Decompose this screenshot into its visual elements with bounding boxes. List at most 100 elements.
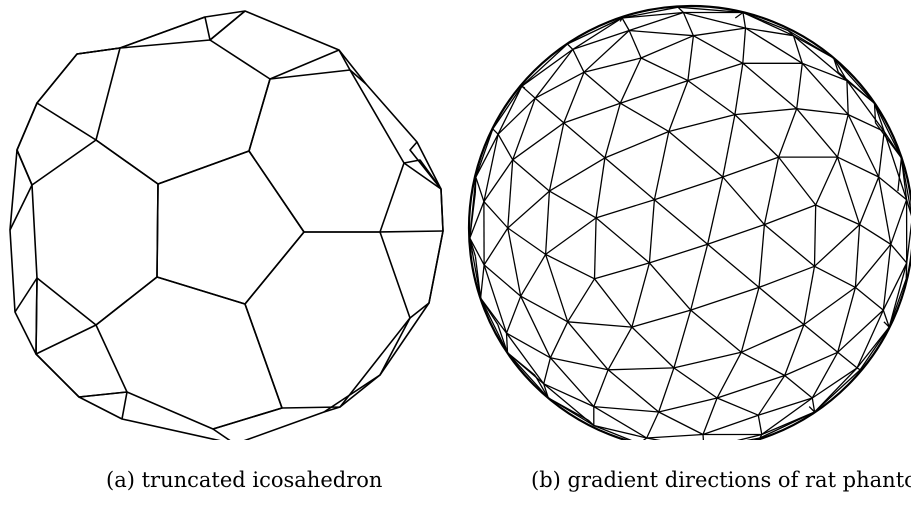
mesh-edge bbox=[742, 62, 798, 110]
mesh-edge bbox=[811, 367, 858, 399]
mesh-edge bbox=[722, 114, 736, 178]
mesh-edge bbox=[687, 62, 743, 82]
mesh-edge bbox=[480, 297, 499, 325]
mesh-edge bbox=[497, 133, 514, 161]
caption-b-text: gradient directions of rat phantom bbox=[567, 468, 911, 492]
caption-b-label: (b) bbox=[531, 468, 561, 492]
mesh-edge bbox=[716, 351, 742, 399]
mesh-edge bbox=[628, 30, 642, 59]
mesh-edge bbox=[900, 157, 911, 215]
mesh-edge bbox=[607, 326, 633, 371]
mesh-edge bbox=[505, 332, 545, 385]
mesh-edge bbox=[833, 57, 839, 73]
mesh-edge bbox=[707, 243, 760, 288]
mesh-edge bbox=[813, 204, 817, 267]
mesh-edge bbox=[563, 71, 585, 124]
mesh-edge bbox=[646, 411, 660, 439]
mesh-edge bbox=[492, 85, 523, 130]
mesh-edge bbox=[878, 176, 892, 245]
mesh-edge bbox=[702, 434, 705, 440]
mesh-edge bbox=[583, 71, 621, 104]
mesh-edge bbox=[520, 295, 551, 359]
mesh-edge bbox=[837, 71, 875, 104]
sphere-triangle-mesh bbox=[469, 6, 911, 440]
mesh-edge bbox=[796, 108, 849, 116]
mesh-edge bbox=[544, 254, 569, 323]
mesh-edge bbox=[802, 62, 848, 82]
mesh-edge bbox=[483, 134, 499, 202]
mesh-edge bbox=[803, 286, 856, 326]
mesh-edge bbox=[593, 424, 647, 439]
mesh-edge bbox=[683, 11, 746, 29]
mesh-edge bbox=[803, 324, 839, 353]
mesh-edge bbox=[707, 223, 765, 245]
mesh-edge bbox=[796, 63, 803, 109]
mesh-edge bbox=[734, 114, 780, 158]
mesh-edge bbox=[888, 262, 908, 328]
mesh-edge bbox=[520, 295, 569, 323]
mesh-edge bbox=[640, 57, 689, 82]
mesh-edge bbox=[873, 102, 885, 132]
mesh-edge bbox=[741, 324, 805, 353]
mesh-edge bbox=[619, 102, 670, 133]
mesh-edge bbox=[483, 159, 514, 202]
mesh-edge bbox=[506, 332, 551, 359]
mesh-edge bbox=[593, 278, 633, 328]
mesh-edge bbox=[745, 27, 803, 64]
mesh-edge bbox=[722, 176, 765, 226]
mesh-edge bbox=[742, 11, 794, 37]
mesh-edge bbox=[550, 357, 609, 371]
mesh-edge bbox=[858, 176, 880, 225]
mesh-edge bbox=[859, 224, 892, 245]
mesh-edge bbox=[648, 199, 656, 263]
mesh-edge bbox=[543, 383, 595, 408]
mesh-edge bbox=[520, 254, 547, 297]
mesh-edge bbox=[777, 108, 798, 158]
mesh-edge bbox=[778, 156, 817, 206]
mesh-edge bbox=[668, 113, 736, 133]
mesh-edge bbox=[534, 49, 574, 99]
mesh-edge bbox=[814, 265, 856, 288]
mesh-edge bbox=[837, 287, 857, 353]
mesh-edge bbox=[758, 265, 815, 289]
mesh-edge bbox=[787, 29, 835, 59]
mesh-edge bbox=[469, 193, 476, 239]
mesh-edge bbox=[604, 157, 655, 201]
mesh-edge bbox=[883, 131, 908, 200]
mesh-edge bbox=[757, 375, 786, 416]
mesh-edge bbox=[740, 351, 786, 377]
mesh-edge bbox=[567, 321, 609, 371]
mesh-edge bbox=[784, 351, 838, 377]
mesh-edge bbox=[475, 128, 494, 178]
mesh-edge bbox=[534, 375, 549, 399]
mesh-edge bbox=[792, 35, 803, 64]
mesh-edge bbox=[653, 131, 670, 200]
mesh-edge bbox=[702, 397, 718, 435]
mesh-edge bbox=[847, 114, 885, 133]
mesh-edge bbox=[549, 190, 597, 219]
mesh-edge bbox=[837, 351, 858, 369]
mesh-edge bbox=[593, 406, 648, 439]
mesh-edge bbox=[815, 156, 839, 206]
mesh-edge bbox=[549, 157, 606, 192]
mesh-edge bbox=[836, 156, 861, 225]
mesh-edge bbox=[677, 6, 744, 14]
mesh-edge bbox=[803, 266, 816, 325]
mesh-edge bbox=[796, 108, 838, 158]
mesh-edge bbox=[649, 243, 708, 264]
mesh-edge bbox=[734, 108, 797, 116]
mesh-edge bbox=[808, 406, 816, 413]
mesh-edge bbox=[668, 131, 724, 178]
mesh-edge bbox=[469, 237, 485, 266]
mesh-edge bbox=[742, 28, 747, 64]
mesh-edge bbox=[833, 57, 875, 104]
mesh-edge bbox=[572, 17, 623, 50]
mesh-edge bbox=[706, 176, 724, 245]
mesh-edge bbox=[583, 30, 630, 73]
mesh-edge bbox=[873, 102, 902, 159]
mesh-edge bbox=[693, 35, 744, 64]
mesh-edge bbox=[882, 309, 890, 328]
mesh-edge bbox=[607, 369, 660, 413]
mesh-edge bbox=[474, 256, 482, 299]
mesh-edge bbox=[890, 199, 908, 245]
